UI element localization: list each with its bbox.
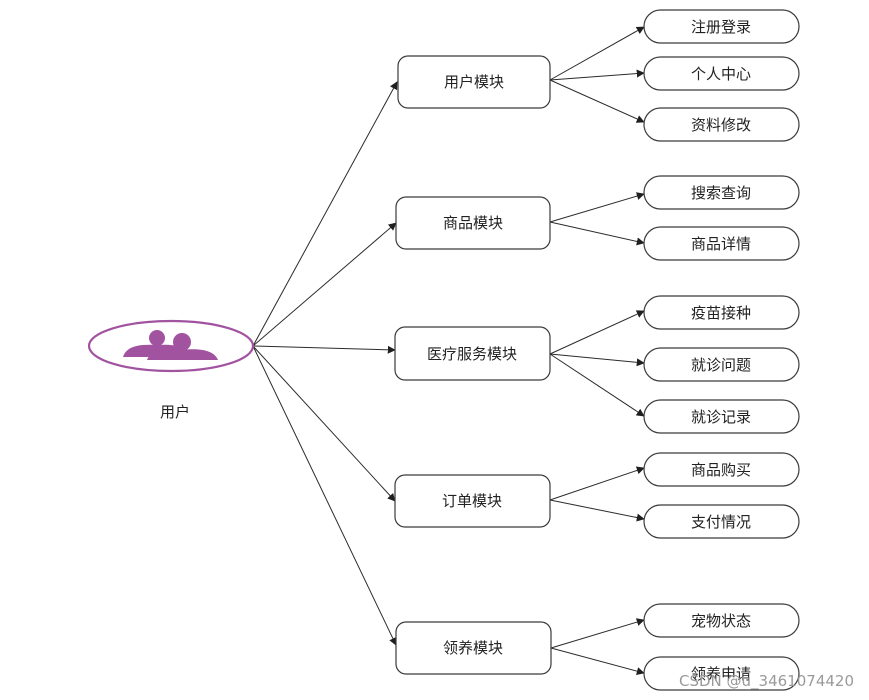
leaf-register-login-label: 注册登录 <box>691 18 751 36</box>
leaf-product-detail: 商品详情 <box>643 226 800 261</box>
edge-medical-issue <box>549 353 645 367</box>
root-actor: 用户 <box>87 319 255 421</box>
leaf-personal-center-label: 个人中心 <box>691 65 751 83</box>
edge-adoption-apply <box>550 647 645 675</box>
leaf-adoption-apply-pill <box>643 656 800 691</box>
edges-layer <box>252 26 645 675</box>
leaf-vaccination: 疫苗接种 <box>643 295 800 330</box>
leaf-payment-status: 支付情况 <box>643 504 800 539</box>
edge-root-medical <box>252 345 396 354</box>
leaf-search-query-label: 搜索查询 <box>691 184 751 202</box>
module-adoption: 领养模块 <box>395 621 552 675</box>
module-product-label: 商品模块 <box>443 214 503 232</box>
leaf-personal-center: 个人中心 <box>643 56 800 91</box>
edge-root-user <box>252 81 398 347</box>
leaf-profile-edit-pill <box>643 107 800 142</box>
leaf-pet-status-pill <box>643 603 800 638</box>
edge-product-search <box>549 192 645 223</box>
leaf-consult-record: 就诊记录 <box>643 399 800 434</box>
leaf-search-query: 搜索查询 <box>643 175 800 210</box>
leaf-register-login-pill <box>643 9 800 44</box>
edge-product-detail <box>549 221 645 246</box>
edge-medical-vaccine <box>549 310 645 355</box>
leaf-personal-center-pill <box>643 56 800 91</box>
module-product-box <box>395 196 551 250</box>
module-user-box <box>397 55 551 109</box>
edge-order-purchase <box>549 466 645 501</box>
module-product: 商品模块 <box>395 196 551 250</box>
leaf-search-query-pill <box>643 175 800 210</box>
leaf-vaccination-label: 疫苗接种 <box>691 304 751 322</box>
module-order-label: 订单模块 <box>442 492 502 510</box>
module-order: 订单模块 <box>394 474 551 528</box>
module-adoption-box <box>395 621 552 675</box>
leaf-profile-edit-label: 资料修改 <box>691 116 751 134</box>
leaf-payment-status-label: 支付情况 <box>691 513 751 531</box>
edge-medical-record <box>549 353 645 417</box>
module-medical-label: 医疗服务模块 <box>427 345 517 363</box>
edge-order-payment <box>549 499 645 522</box>
leaf-product-detail-pill <box>643 226 800 261</box>
leaf-consult-issue: 就诊问题 <box>643 347 800 382</box>
leaf-vaccination-pill <box>643 295 800 330</box>
leaf-pet-status: 宠物状态 <box>643 603 800 638</box>
leaf-product-purchase: 商品购买 <box>643 452 800 487</box>
module-user: 用户模块 <box>397 55 551 109</box>
users-icon <box>123 330 218 360</box>
edge-user-personal <box>549 69 645 81</box>
leaf-consult-record-pill <box>643 399 800 434</box>
edge-user-profile <box>549 79 645 123</box>
leaf-register-login: 注册登录 <box>643 9 800 44</box>
leaf-payment-status-pill <box>643 504 800 539</box>
module-user-label: 用户模块 <box>444 73 504 91</box>
leaf-adoption-apply: 领养申请 <box>643 656 800 691</box>
edge-adoption-pet <box>550 618 645 649</box>
module-medical: 医疗服务模块 <box>394 326 551 381</box>
watermark: CSDN @u_3461074420 <box>679 672 854 691</box>
module-medical-box <box>394 326 551 381</box>
leaf-adoption-apply-label: 领养申请 <box>691 665 751 683</box>
edge-root-product <box>252 222 397 347</box>
leaf-pet-status-label: 宠物状态 <box>691 612 751 630</box>
leaf-consult-issue-label: 就诊问题 <box>691 356 751 374</box>
leaf-consult-record-label: 就诊记录 <box>691 408 751 426</box>
edge-user-register <box>549 26 645 81</box>
leaf-product-purchase-pill <box>643 452 800 487</box>
module-adoption-label: 领养模块 <box>443 639 503 657</box>
root-actor-label: 用户 <box>160 403 190 421</box>
leaf-consult-issue-pill <box>643 347 800 382</box>
edge-root-order <box>252 345 396 502</box>
leaf-product-detail-label: 商品详情 <box>691 235 751 253</box>
module-order-box <box>394 474 551 528</box>
edge-root-adoption <box>252 345 397 646</box>
leaf-product-purchase-label: 商品购买 <box>691 461 751 479</box>
leaf-profile-edit: 资料修改 <box>643 107 800 142</box>
